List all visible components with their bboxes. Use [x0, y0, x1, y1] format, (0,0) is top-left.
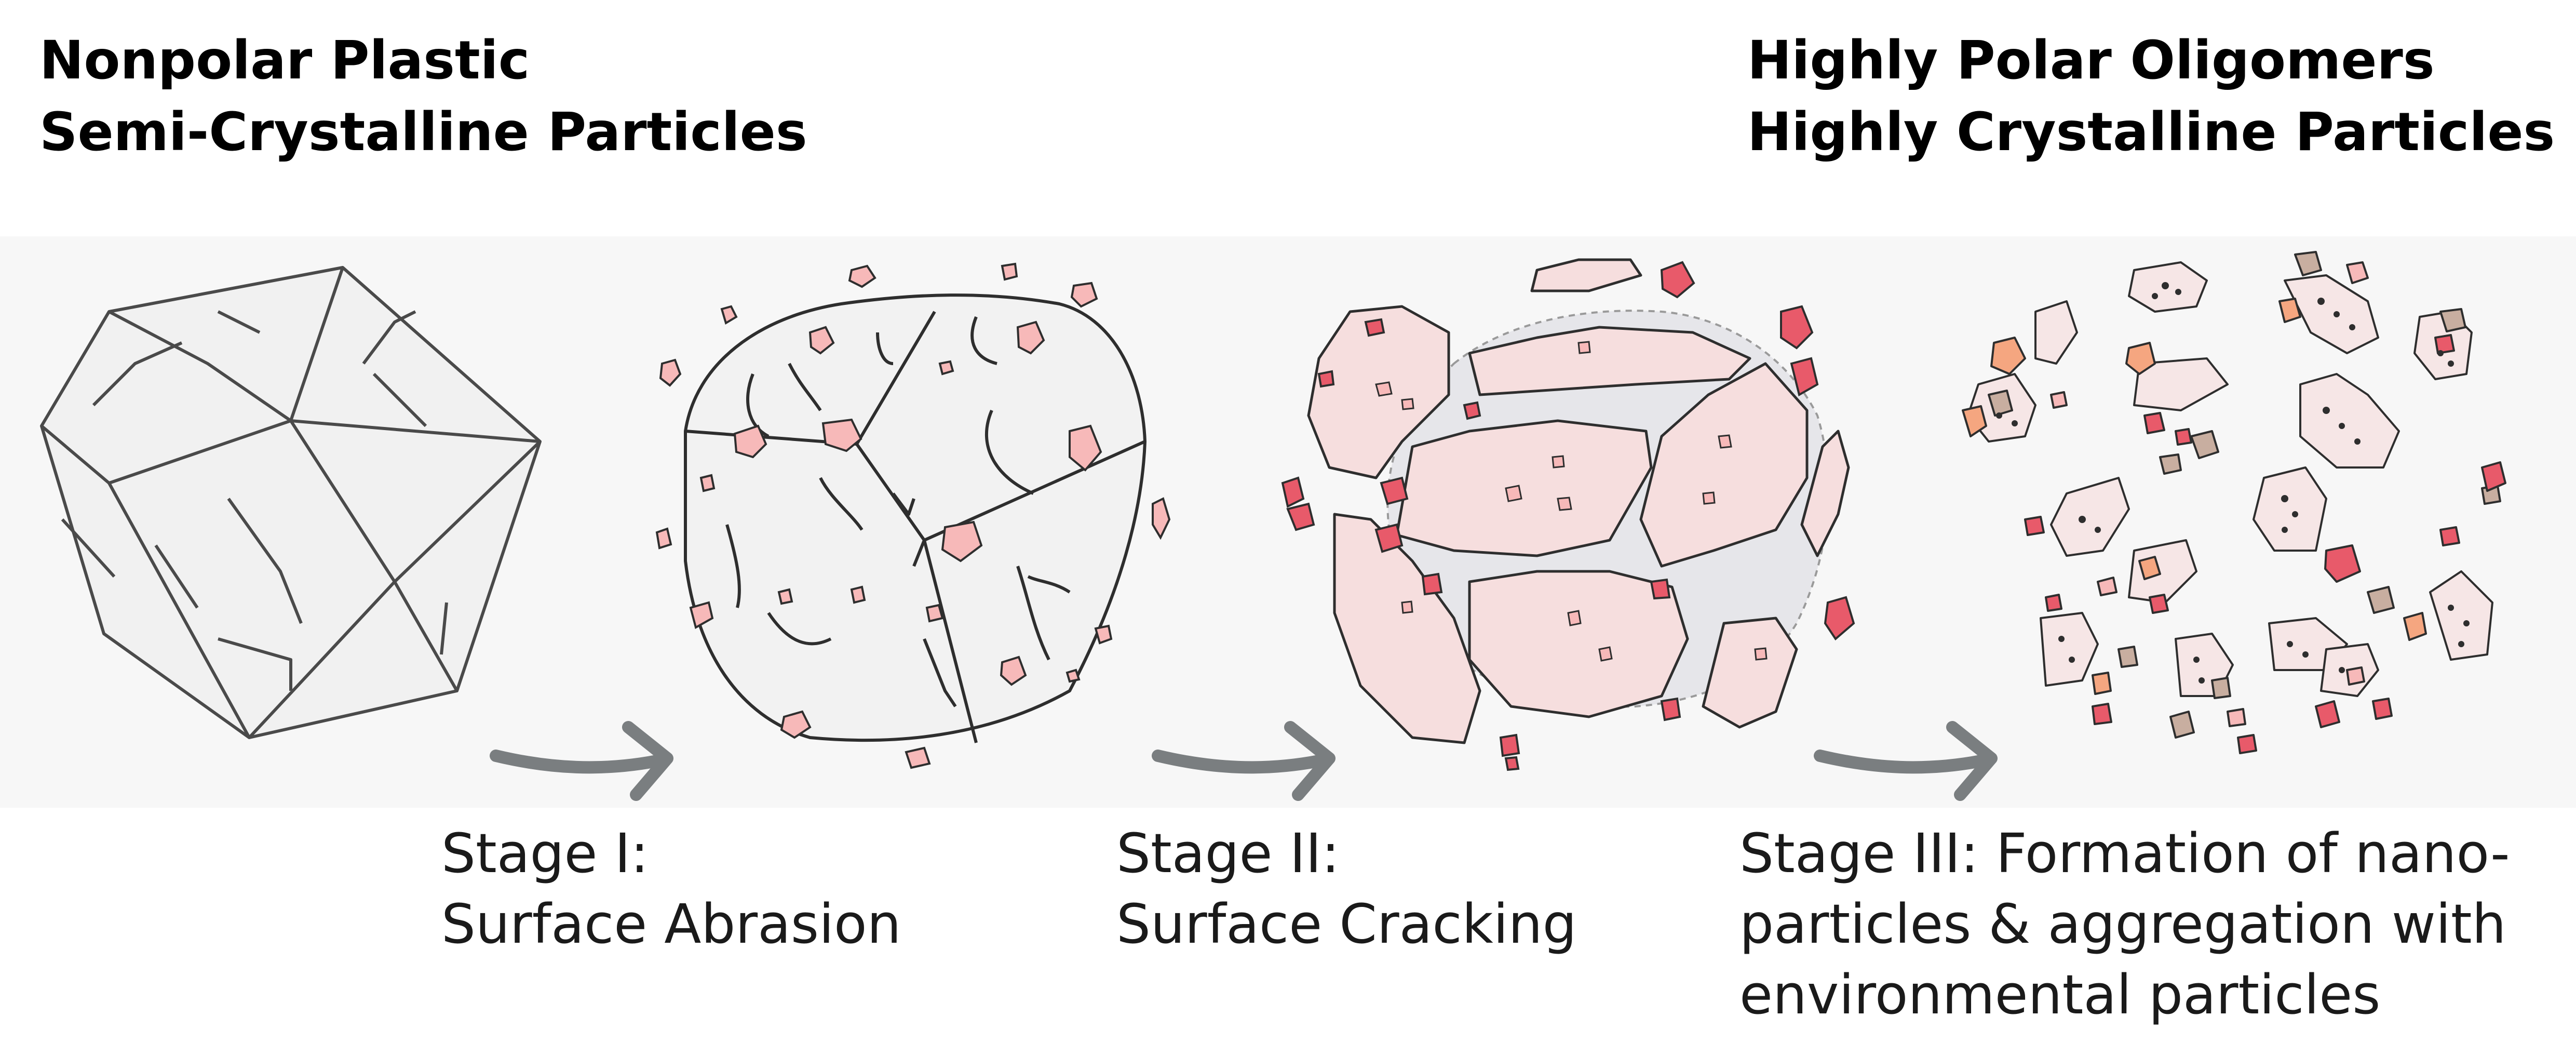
left-heading-line-1: Nonpolar Plastic	[39, 30, 530, 91]
cracked-particle	[1281, 258, 1855, 771]
flake	[1702, 617, 1798, 729]
stage-2-title: Stage II:	[1116, 822, 1340, 885]
right-heading: Highly Polar Oligomers Highly Crystallin…	[1747, 25, 2555, 168]
left-heading-line-2: Semi-Crystalline Particles	[39, 101, 807, 163]
intact-particle	[40, 266, 542, 739]
right-heading-line-1: Highly Polar Oligomers	[1747, 30, 2435, 91]
stage-3-caption: Stage III: Formation of nano- particles …	[1739, 818, 2510, 1030]
flake	[1639, 362, 1809, 568]
flake	[1468, 570, 1689, 718]
abraded-particle	[684, 293, 1147, 743]
arrow-stage-2	[1152, 721, 1336, 801]
aggregated-nanoparticles	[1962, 251, 2506, 754]
stage-3-description-line-3: environmental particles	[1739, 963, 2381, 1026]
abrasion-fragments	[655, 262, 1171, 769]
flake	[1530, 258, 1642, 292]
stage-1-caption: Stage I: Surface Abrasion	[441, 818, 901, 959]
stage-2-description: Surface Cracking	[1116, 892, 1577, 956]
arrows	[490, 721, 1998, 801]
stage-1-title: Stage I:	[441, 822, 649, 885]
arrow-stage-1	[490, 721, 673, 801]
flake	[1395, 419, 1653, 557]
flake	[1468, 326, 1751, 396]
stage-1-description: Surface Abrasion	[441, 892, 901, 956]
stage-3-title: Stage III: Formation of nano-	[1739, 822, 2510, 885]
stage-2-caption: Stage II: Surface Cracking	[1116, 818, 1577, 959]
flake	[1800, 430, 1850, 557]
right-heading-line-2: Highly Crystalline Particles	[1747, 101, 2555, 163]
left-heading: Nonpolar Plastic Semi-Crystalline Partic…	[39, 25, 807, 168]
arrow-stage-3	[1814, 721, 1998, 801]
stage-3-description-line-2: particles & aggregation with	[1739, 892, 2506, 956]
